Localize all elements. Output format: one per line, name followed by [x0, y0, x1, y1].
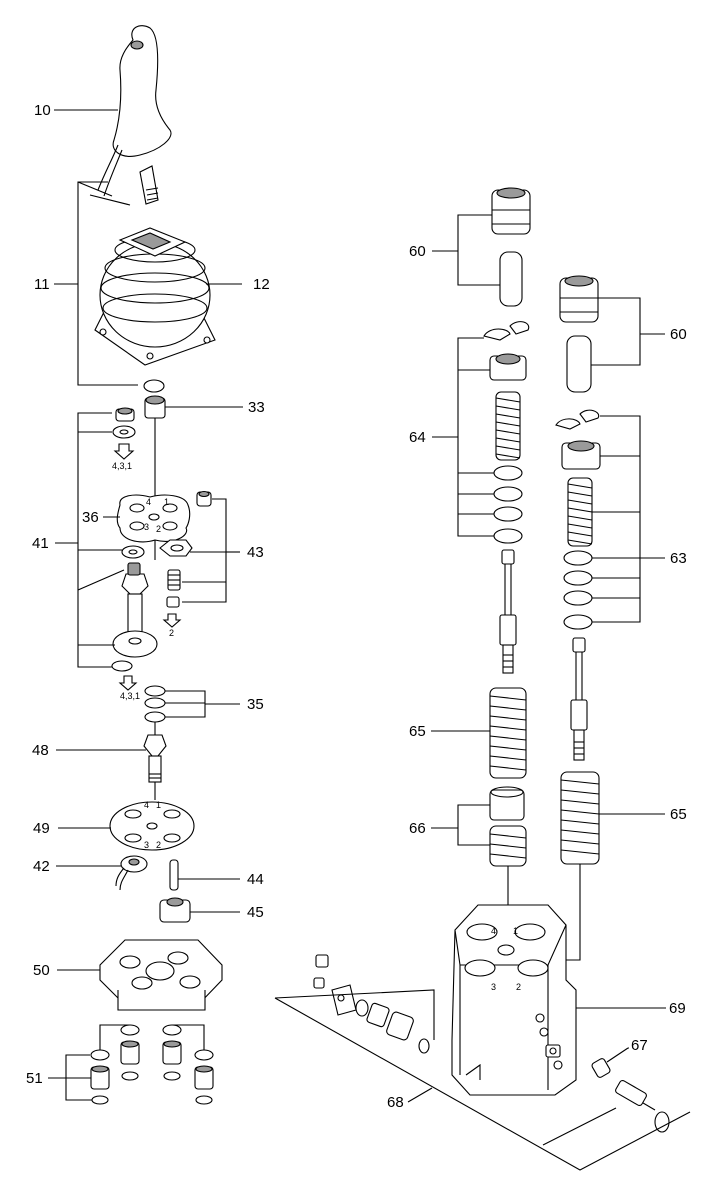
port-1-plate: 1 — [164, 497, 169, 507]
port-1-body: 1 — [513, 926, 518, 936]
spring-seat-right — [561, 440, 601, 470]
ref-2: 2 — [169, 628, 174, 638]
callout-68: 68 — [387, 1094, 404, 1111]
port-1-disc: 1 — [156, 800, 161, 810]
port-2-plate: 2 — [156, 524, 161, 534]
pin-44 — [169, 859, 179, 891]
callout-65-left: 65 — [409, 723, 426, 740]
valve-body-69 — [451, 904, 577, 1096]
callout-48: 48 — [32, 742, 49, 759]
spring-65-right — [560, 771, 600, 865]
hex-nut — [159, 539, 193, 557]
callout-41: 41 — [32, 535, 49, 552]
callout-12: 12 — [253, 276, 270, 293]
spring-64 — [495, 391, 521, 461]
port-3-plate: 3 — [144, 522, 149, 532]
callout-33: 33 — [248, 399, 265, 416]
callout-49: 49 — [33, 820, 50, 837]
spring-63 — [567, 477, 593, 547]
callout-69: 69 — [669, 1000, 686, 1017]
callout-65-right: 65 — [670, 806, 687, 823]
spring-seat-left — [489, 353, 527, 381]
plug-60-left — [491, 187, 531, 307]
callout-45: 45 — [247, 904, 264, 921]
housing-50 — [99, 939, 223, 1011]
callout-60-left: 60 — [409, 243, 426, 260]
plug-60-right — [559, 275, 599, 393]
handle-pin — [139, 165, 159, 205]
port-2-body: 2 — [516, 982, 521, 992]
sensor-42 — [115, 855, 148, 891]
callout-51: 51 — [26, 1070, 43, 1087]
callout-44: 44 — [247, 871, 264, 888]
rubber-boot — [94, 227, 216, 366]
cap-45 — [159, 897, 191, 923]
spool-right — [570, 637, 588, 761]
port-4-disc: 4 — [144, 800, 149, 810]
callout-36: 36 — [82, 509, 99, 526]
callout-63: 63 — [670, 550, 687, 567]
ref-431-bottom: 4,3,1 — [120, 691, 140, 701]
port-3-disc: 3 — [144, 840, 149, 850]
callout-60-right: 60 — [670, 326, 687, 343]
nut-41 — [115, 407, 135, 422]
push-rod — [121, 562, 149, 640]
callout-42: 42 — [33, 858, 50, 875]
spring-65-left — [489, 687, 527, 779]
ring-small — [143, 379, 165, 393]
joystick-handle — [89, 25, 172, 206]
spool-left — [499, 549, 517, 674]
callout-66: 66 — [409, 820, 426, 837]
plate-36 — [116, 494, 191, 543]
shaft-48 — [143, 734, 167, 783]
port-2-disc: 2 — [156, 840, 161, 850]
spring-66 — [489, 825, 527, 867]
callout-50: 50 — [33, 962, 50, 979]
port-3-body: 3 — [491, 982, 496, 992]
callout-67: 67 — [631, 1037, 648, 1054]
callout-11: 11 — [34, 276, 50, 293]
callout-64: 64 — [409, 429, 426, 446]
callout-10: 10 — [34, 102, 51, 119]
callout-43: 43 — [247, 544, 264, 561]
relief-kit-68 — [313, 954, 670, 1133]
bushing-33 — [144, 395, 166, 419]
port-4-plate: 4 — [146, 497, 151, 507]
plug-67 — [591, 1058, 611, 1078]
ref-431-top: 4,3,1 — [112, 461, 132, 471]
port-4-body: 4 — [491, 926, 496, 936]
sleeve-66 — [489, 786, 525, 821]
screw-43 — [196, 490, 212, 507]
callout-35: 35 — [247, 696, 264, 713]
disc-49 — [109, 801, 195, 851]
